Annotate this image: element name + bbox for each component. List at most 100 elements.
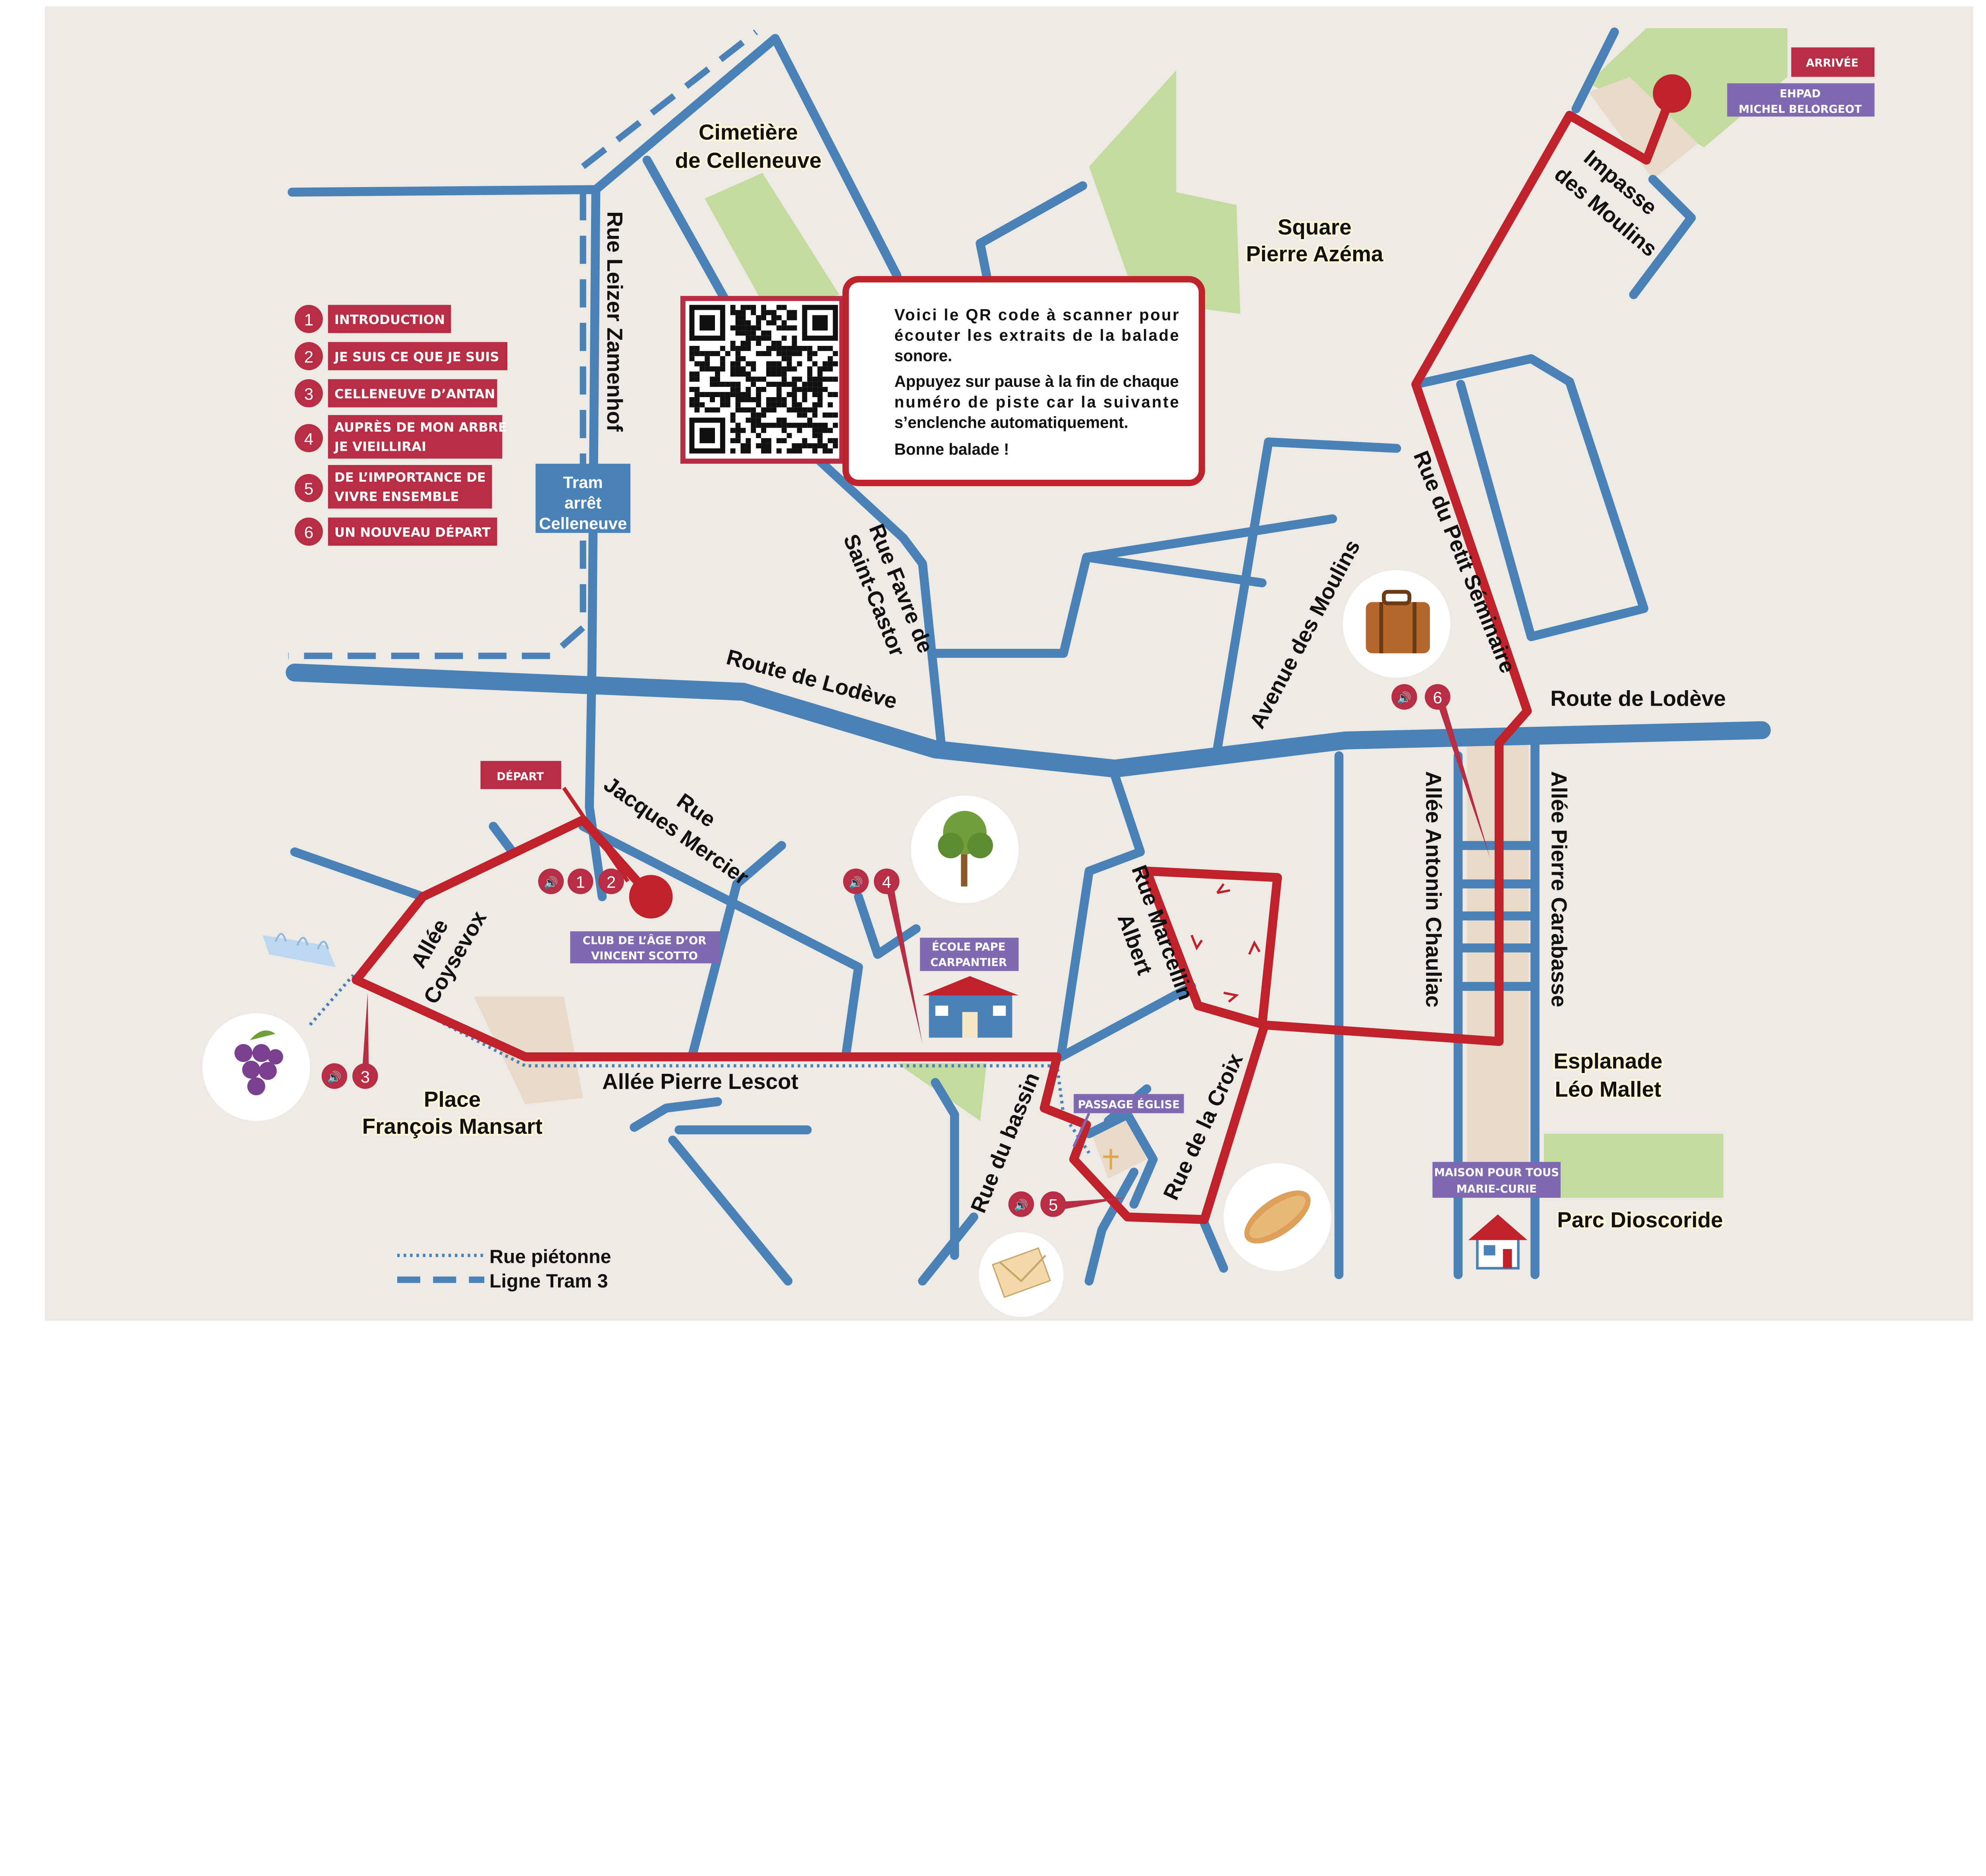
speaker-icon: 🔊: [1397, 691, 1411, 705]
place-mansart: François Mansart: [362, 1114, 543, 1139]
speaker-icon: 🔊: [327, 1070, 342, 1085]
svg-text:écouter les extraits de la bal: écouter les extraits de la balade: [894, 326, 1179, 344]
direction-arrows: [1190, 883, 1261, 1003]
place-esplanade: Léo Mallet: [1555, 1077, 1661, 1101]
ehpad-text: EHPAD: [1780, 88, 1821, 100]
passage-text: PASSAGE ÉGLISE: [1078, 1098, 1180, 1111]
house-icon: [1468, 1214, 1528, 1270]
track-number: 1: [576, 872, 585, 891]
svg-text:VIVRE ENSEMBLE: VIVRE ENSEMBLE: [334, 489, 459, 504]
info-box: Voici le QR code à scanner pour écouter …: [842, 276, 1205, 486]
svg-text:sonore.: sonore.: [894, 347, 952, 365]
tree-icon: [911, 795, 1019, 903]
street-label: Allée Antonin Chauliac: [1421, 771, 1446, 1007]
legend-item-1[interactable]: 1 INTRODUCTION: [294, 305, 451, 333]
speaker-icon: 🔊: [849, 875, 863, 890]
depart-label: DÉPART: [480, 761, 561, 789]
track-stop-1-2[interactable]: 🔊 1 2: [538, 869, 624, 894]
arrivee-label: ARRIVÉE: [1791, 47, 1875, 77]
legend-item-5[interactable]: 5 DE L’IMPORTANCE DE VIVRE ENSEMBLE: [294, 465, 492, 509]
tram-line: [288, 192, 586, 659]
svg-text:JE SUIS CE QUE JE SUIS: JE SUIS CE QUE JE SUIS: [334, 349, 499, 365]
track-stop-6[interactable]: 🔊 6: [1391, 684, 1451, 710]
route-de-lodeve-road: [286, 663, 1771, 778]
maison-text: MAISON POUR TOUS: [1434, 1166, 1559, 1179]
envelope-icon: [979, 1232, 1064, 1317]
ehpad-text: MICHEL BELORGEOT: [1739, 103, 1862, 116]
tram-stop-text: Celleneuve: [539, 514, 627, 533]
svg-text:DE L’IMPORTANCE DE: DE L’IMPORTANCE DE: [334, 470, 486, 485]
track-stop-3[interactable]: 🔊 3: [321, 1063, 378, 1089]
place-names: Cimetière de Celleneuve Square Pierre Az…: [360, 118, 1725, 1234]
ehpad-label: EHPAD MICHEL BELORGEOT: [1727, 83, 1875, 117]
svg-text:3: 3: [304, 384, 313, 403]
tram-stop-label: Tram arrêt Celleneuve: [535, 463, 631, 533]
svg-text:6: 6: [304, 523, 313, 542]
walking-route: [352, 89, 1677, 1224]
ecole-label: ÉCOLE PAPE CARPANTIER: [920, 938, 1019, 971]
tram-stop-text: arrêt: [564, 494, 601, 512]
place-square: Square: [1278, 214, 1352, 239]
svg-text:INTRODUCTION: INTRODUCTION: [334, 312, 445, 327]
svg-text:AUPRÈS DE MON ARBRE: AUPRÈS DE MON ARBRE: [334, 420, 507, 435]
svg-text:s’enclenche automatiquement.: s’enclenche automatiquement.: [894, 413, 1128, 431]
svg-text:Voici le QR code à scanner pou: Voici le QR code à scanner pour: [894, 305, 1179, 324]
tram-stop-text: Tram: [563, 473, 603, 492]
svg-text:numéro de piste car la suivant: numéro de piste car la suivante: [894, 393, 1179, 411]
svg-text:Bonne balade !: Bonne balade !: [894, 440, 1009, 458]
legend-item-3[interactable]: 3 CELLENEUVE D’ANTAN: [294, 379, 497, 407]
qr-code[interactable]: [680, 296, 844, 464]
track-number: 4: [882, 872, 891, 891]
place-square: Pierre Azéma: [1246, 241, 1383, 266]
arrivee-pin[interactable]: [1653, 74, 1692, 113]
track-number: 3: [361, 1067, 370, 1086]
speaker-icon: 🔊: [544, 875, 558, 890]
track-number: 2: [607, 872, 616, 891]
street-label: Allée Pierre Carabasse: [1547, 771, 1571, 1007]
track-number: 5: [1049, 1195, 1058, 1214]
svg-text:CELLENEUVE D’ANTAN: CELLENEUVE D’ANTAN: [334, 386, 495, 401]
place-cimetiere: de Celleneuve: [675, 148, 822, 173]
legend-pedestrian: Rue piétonne: [489, 1246, 611, 1268]
ecole-text: ÉCOLE PAPE: [932, 941, 1005, 953]
club-label: CLUB DE L’ÂGE D’OR VINCENT SCOTTO: [570, 931, 720, 963]
speaker-icon: 🔊: [1014, 1198, 1028, 1212]
track-legend: 1 INTRODUCTION 2 JE SUIS CE QUE JE SUIS 3 C…: [294, 305, 508, 546]
passage-eglise-label: PASSAGE ÉGLISE: [1072, 1094, 1184, 1147]
bread-icon: [1223, 1163, 1331, 1271]
arrivee-text: ARRIVÉE: [1806, 57, 1858, 69]
street-label: Route de Lodève: [1550, 686, 1726, 710]
club-text: CLUB DE L’ÂGE D’OR: [583, 934, 706, 947]
place-mansart: Place: [424, 1087, 481, 1112]
svg-text:5: 5: [304, 479, 313, 498]
track-stop-4[interactable]: 🔊 4: [843, 869, 900, 894]
track-stop-5[interactable]: 🔊 5: [1008, 1191, 1066, 1217]
track-number: 6: [1433, 688, 1442, 707]
place-cimetiere: Cimetière: [699, 120, 798, 145]
ecole-text: CARPANTIER: [930, 956, 1007, 969]
church-cross-icon: [1103, 1149, 1119, 1170]
svg-text:2: 2: [304, 347, 313, 366]
svg-text:Appuyez sur pause à la fin de: Appuyez sur pause à la fin de chaque: [894, 372, 1179, 390]
fountain-icon: [263, 933, 336, 967]
club-text: VINCENT SCOTTO: [591, 950, 698, 962]
maison-text: MARIE-CURIE: [1457, 1183, 1537, 1195]
depart-text: DÉPART: [496, 770, 544, 783]
road-network: [288, 27, 1696, 1286]
svg-text:JE VIEILLIRAI: JE VIEILLIRAI: [334, 439, 426, 454]
depart-pin[interactable]: [629, 875, 673, 919]
tram-line: [581, 29, 758, 169]
map-legend: Rue piétonne Ligne Tram 3: [397, 1246, 611, 1292]
place-parc: Parc Dioscoride: [1557, 1207, 1723, 1232]
legend-item-2[interactable]: 2 JE SUIS CE QUE JE SUIS: [294, 342, 508, 371]
legend-tram: Ligne Tram 3: [489, 1270, 608, 1292]
svg-text:1: 1: [304, 310, 313, 329]
school-icon: [922, 976, 1019, 1038]
suitcase-icon: [1343, 570, 1451, 678]
street-label: Allée Pierre Lescot: [602, 1069, 798, 1094]
maison-label: MAISON POUR TOUS MARIE-CURIE: [1432, 1162, 1561, 1198]
place-esplanade: Esplanade: [1553, 1048, 1662, 1073]
